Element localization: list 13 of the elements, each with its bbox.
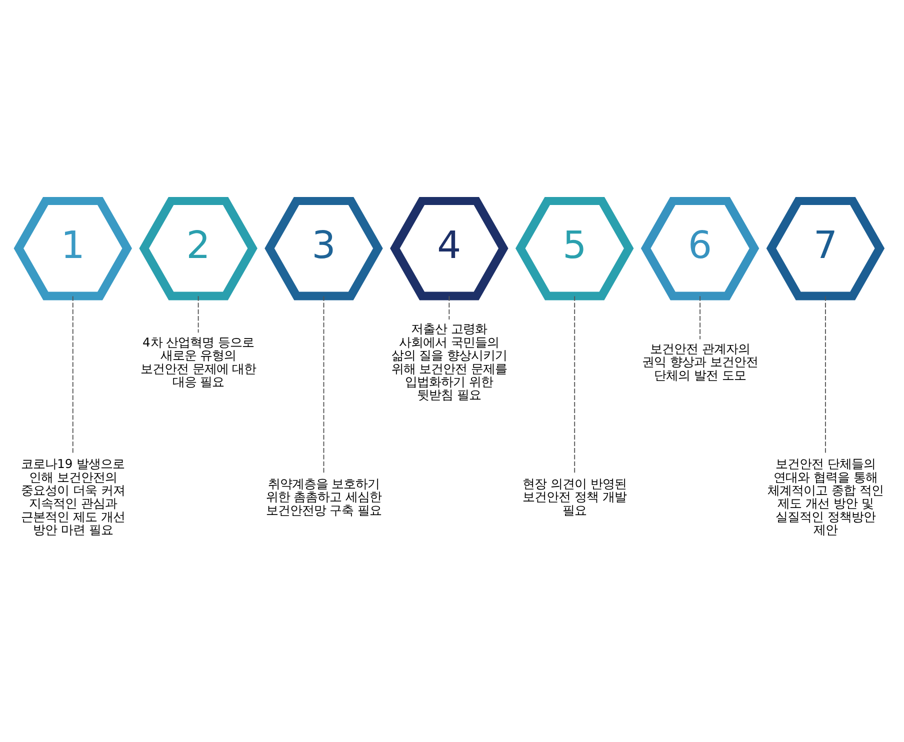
connector: [323, 296, 324, 475]
connector: [72, 296, 74, 455]
connector: [574, 296, 576, 475]
node-text: 현장 의견이 반영된 보건안전 정책 개발 필요: [522, 476, 626, 518]
connector: [825, 296, 826, 455]
node-text: 보건안전 관계자의 권익 향상과 보건안전 단체의 발전 도모: [642, 342, 758, 382]
connector: [448, 296, 450, 320]
connector: [198, 296, 199, 334]
node-text: 4차 산업혁명 등으로 새로운 유형의 보건안전 문제에 대한 대응 필요: [140, 335, 256, 389]
node-text: 저출산 고령화 사회에서 국민들의 삶의 질을 향상시키기 위해 보건안전 문제를 입법화하기 위한 뒷받침 필요: [391, 322, 508, 402]
node-text: 취약계층을 보호하기 위한 촘촘하고 세심한 보건안전망 구축 필요: [266, 476, 382, 518]
node-text: 코로나19 발생으로 인해 보건안전의 중요성이 더욱 커져 지속적인 관심과 근본적인 제도 개선 방안 마련 필요: [20, 457, 125, 538]
node-text: 보건안전 단체들의 연대와 협력을 통해 체계적이고 종합 적인 제도 개선 방안 및 실질적인 정책방안 제안: [768, 457, 884, 538]
